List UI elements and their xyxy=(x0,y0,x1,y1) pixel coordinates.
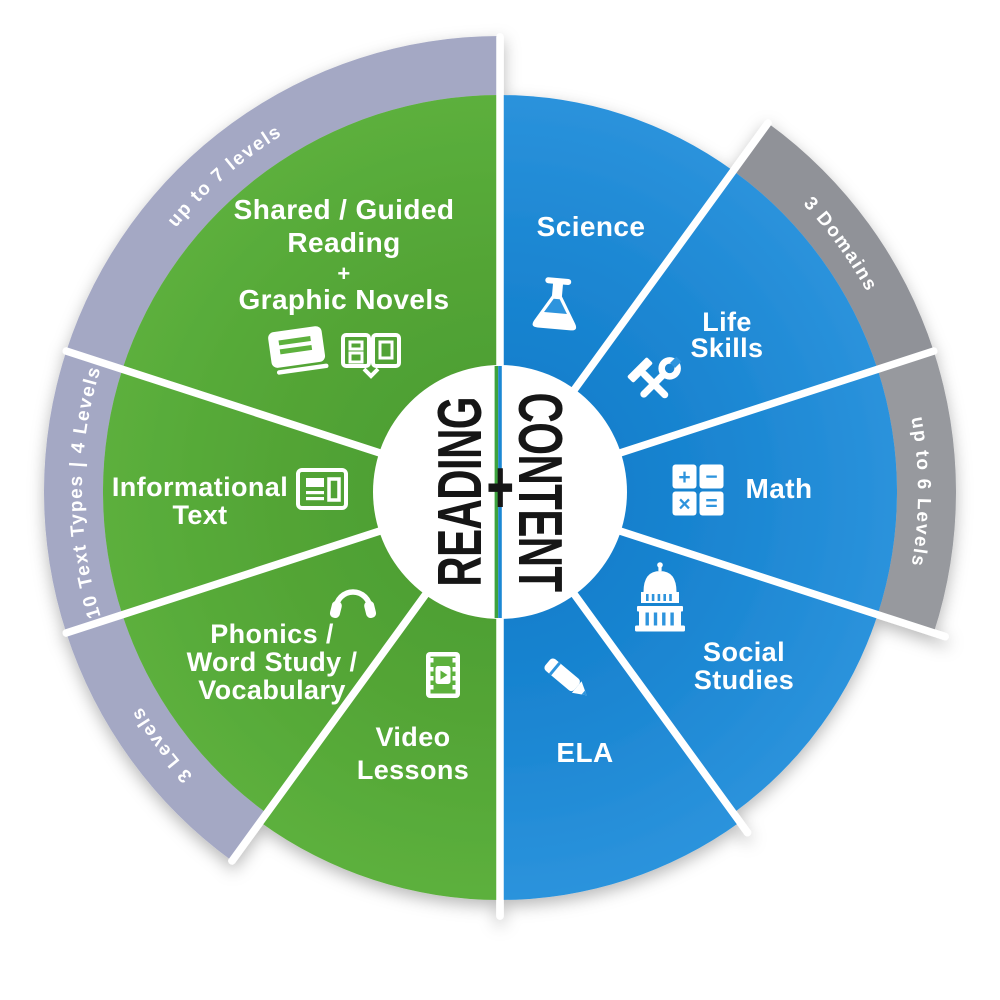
sector-shared-guided-reading xyxy=(122,94,501,492)
arc-3-domains xyxy=(733,123,934,370)
label-social: Social xyxy=(703,637,785,667)
label-lessons: Lessons xyxy=(357,755,469,785)
arc-3-levels xyxy=(66,614,267,861)
math-times-glyph: × xyxy=(678,493,690,516)
sector-labels: Shared / Guided Reading + Graphic Novels… xyxy=(112,194,813,785)
hammer-wrench-icon xyxy=(627,356,682,399)
open-graphic-novel-icon xyxy=(341,333,401,379)
center-stripe-green xyxy=(494,366,499,618)
label-vocabulary: Vocabulary xyxy=(198,675,346,705)
science-flask-icon xyxy=(532,277,577,331)
label-word-study: Word Study / xyxy=(187,647,358,677)
label-science: Science xyxy=(537,211,646,242)
math-plus-glyph: + xyxy=(678,466,690,489)
center-word-content: CONTENT xyxy=(505,393,574,592)
label-life: Life xyxy=(702,307,752,337)
label-ela: ELA xyxy=(556,737,613,768)
math-minus-glyph: − xyxy=(705,466,717,489)
label-shared-guided-line2: Reading xyxy=(287,227,400,258)
label-phonics: Phonics / xyxy=(210,619,334,649)
center-divider-stripe xyxy=(494,366,502,618)
film-strip-icon xyxy=(426,652,460,698)
label-video: Video xyxy=(375,722,450,752)
headphones-icon xyxy=(329,589,377,618)
center-text: READING + CONTENT xyxy=(426,393,574,592)
arc-up-to-7-levels xyxy=(66,36,501,370)
outer-level-arcs xyxy=(43,36,957,861)
label-informational: Informational xyxy=(112,472,288,502)
capitol-building-icon xyxy=(635,562,685,632)
sector-math xyxy=(500,369,898,615)
label-skills: Skills xyxy=(691,333,764,363)
center-stripe-blue xyxy=(498,366,502,618)
arc-up-to-6-levels xyxy=(877,351,957,633)
label-shared-guided-plus: + xyxy=(337,261,350,286)
label-informational-text: Text xyxy=(172,500,227,530)
pencil-icon xyxy=(544,658,587,696)
sector-icons: + − × = xyxy=(268,277,724,698)
center-word-reading: READING xyxy=(426,397,495,587)
label-math: Math xyxy=(746,473,813,504)
sector-informational-text xyxy=(102,369,500,615)
closed-book-icon xyxy=(268,326,329,375)
math-operations-grid-icon: + − × = xyxy=(672,464,724,516)
math-equals-glyph: = xyxy=(705,493,717,516)
arc-10-text-types-4-levels xyxy=(43,351,123,633)
label-shared-guided-line3: Graphic Novels xyxy=(238,284,449,315)
label-shared-guided-line1: Shared / Guided xyxy=(234,194,455,225)
label-studies: Studies xyxy=(694,665,794,695)
newspaper-icon xyxy=(296,468,348,510)
center-plus-sign: + xyxy=(487,446,514,530)
